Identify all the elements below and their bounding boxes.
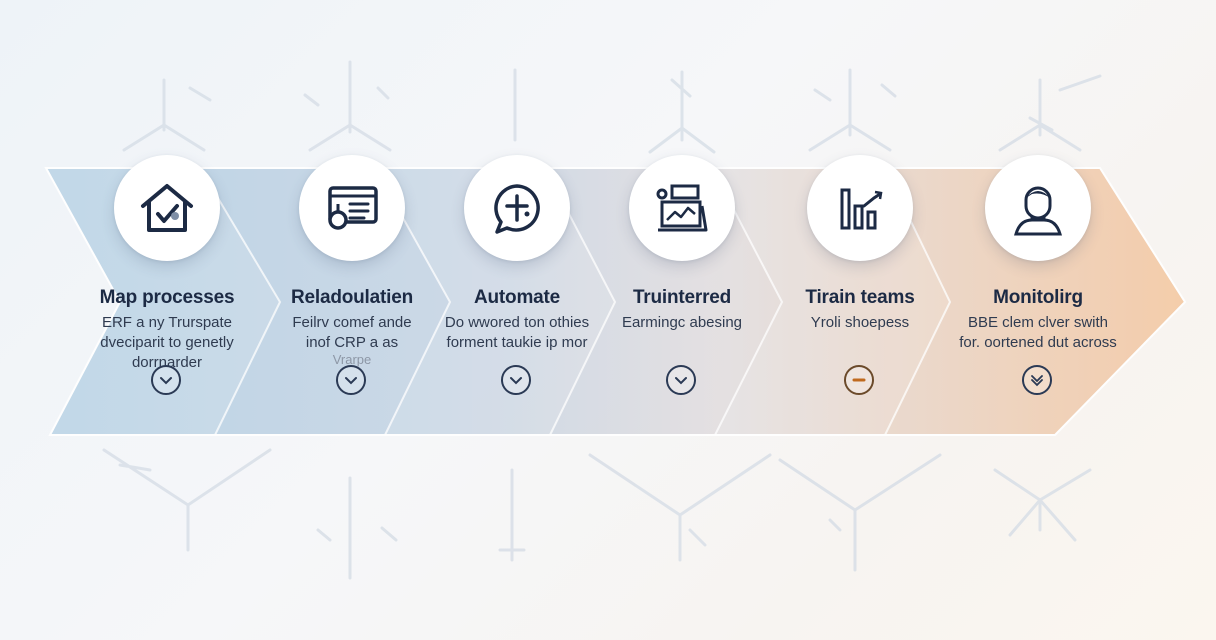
step-automate: Automate Do wwored ton othies forment ta… <box>417 155 617 415</box>
dash-icon <box>852 378 866 382</box>
double-chevron-down-icon <box>1031 375 1043 387</box>
chevron-down-icon <box>675 377 687 385</box>
expand-chevron-button[interactable] <box>1022 365 1052 395</box>
step-description-line: BBE clem clver swith <box>967 314 1109 331</box>
step-description: BBE clem clver swith for. oortened dut a… <box>938 313 1138 353</box>
chevron-down-icon <box>345 377 357 385</box>
step-icon-circle <box>464 155 570 261</box>
step-description: Feilrv comef ande inof CRP a as Vrarpe <box>252 313 452 367</box>
step-title: Map processes <box>99 287 235 308</box>
expand-chevron-button[interactable] <box>501 365 531 395</box>
chevron-down-icon <box>160 377 172 385</box>
home-check-icon <box>141 184 193 232</box>
step-description-line: for. oortened dut across <box>959 334 1117 351</box>
step-icon-circle <box>114 155 220 261</box>
step-description: Do wwored ton othies forment taukie ip m… <box>417 313 617 353</box>
step-tirain-teams: Tirain teams Yroli shoepess <box>760 155 960 415</box>
step-map-processes: Map processes ERF a ny Trurspate dvecipa… <box>67 155 267 415</box>
expand-chevron-button[interactable] <box>336 365 366 395</box>
step-icon-circle <box>985 155 1091 261</box>
step-description-line: Yroli shoepess <box>810 314 910 331</box>
expand-chevron-button[interactable] <box>666 365 696 395</box>
person-icon <box>1014 186 1062 236</box>
step-reladoulatien: Reladoulatien Feilrv comef ande inof CRP… <box>252 155 452 415</box>
step-description-line: Do wwored ton othies <box>444 314 590 331</box>
step-description-faint: Vrarpe <box>332 352 372 367</box>
step-description-line: Earmingc abesing <box>621 314 743 331</box>
step-title: Monitolirg <box>993 287 1083 308</box>
step-icon-circle <box>629 155 735 261</box>
step-title: Tirain teams <box>805 287 915 308</box>
step-truinterred: Truinterred Earmingc abesing <box>582 155 782 415</box>
list-window-icon <box>328 186 378 230</box>
step-description-line: ERF a ny Trurspate <box>101 314 233 331</box>
step-description-line: dveciparit to genetly <box>100 334 234 351</box>
step-title: Automate <box>473 287 560 308</box>
step-description: Earmingc abesing <box>582 313 782 333</box>
step-description: ERF a ny Trurspate dveciparit to genetly… <box>67 313 267 373</box>
step-description-line: inof CRP a as <box>305 334 399 351</box>
expand-chevron-button[interactable] <box>151 365 181 395</box>
step-description-line: forment taukie ip mor <box>446 334 588 351</box>
step-icon-circle <box>299 155 405 261</box>
step-description-line: Feilrv comef ande <box>292 314 412 331</box>
bar-chart-icon <box>840 188 883 230</box>
step-description: Yroli shoepess <box>760 313 960 333</box>
expand-chevron-button[interactable] <box>844 365 874 395</box>
step-title: Truinterred <box>632 287 732 308</box>
step-description-line: dorrnarder <box>131 354 203 371</box>
step-title: Reladoulatien <box>291 287 413 308</box>
laptop-chart-icon <box>656 184 708 232</box>
chat-plus-icon <box>494 184 540 234</box>
chevron-down-icon <box>510 377 522 385</box>
step-icon-circle <box>807 155 913 261</box>
step-monitolirg: Monitolirg BBE clem clver swith for. oor… <box>938 155 1138 415</box>
